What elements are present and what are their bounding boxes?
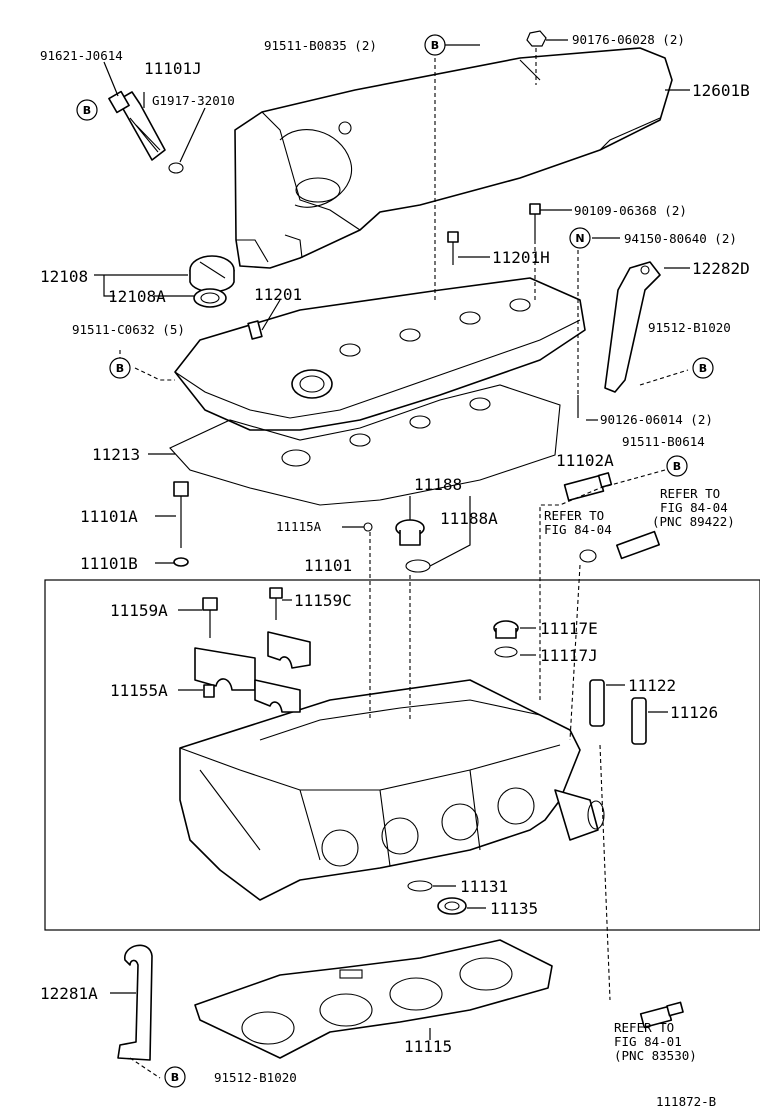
label-11101b: 11101B	[80, 554, 138, 573]
label-11101: 11101	[304, 556, 352, 575]
label-12108: 12108	[40, 267, 88, 286]
ref3-line1: REFER TO	[614, 1020, 674, 1035]
head-gasket-drawing	[194, 939, 553, 1059]
callout-b-sensor: B	[666, 455, 688, 477]
label-91511-b0835: 91511-B0835 (2)	[264, 38, 377, 53]
label-94150-80640: 94150-80640 (2)	[624, 231, 737, 246]
cover-gasket-drawing	[169, 384, 561, 506]
ref2-line3: (PNC 89422)	[652, 514, 735, 529]
ref1-line2: FIG 84-04	[544, 522, 612, 537]
cylinder-head-drawing	[179, 679, 605, 901]
label-90109-06368: 90109-06368 (2)	[574, 203, 687, 218]
label-11135: 11135	[490, 899, 538, 918]
callout-b-cover-bolt: B	[424, 34, 446, 56]
label-11117e: 11117E	[540, 619, 598, 638]
reference-notes: REFER TO FIG 84-04 REFER TO FIG 84-04 (P…	[544, 486, 735, 1063]
oil-filler-cap-drawing	[189, 255, 235, 308]
label-11115a: 11115A	[276, 519, 322, 534]
label-11188a: 11188A	[440, 509, 498, 528]
label-12108a: 12108A	[108, 287, 166, 306]
label-11213: 11213	[92, 445, 140, 464]
svg-text:B: B	[673, 460, 681, 473]
label-90126-06014: 90126-06014 (2)	[600, 412, 713, 427]
ref2-line1: REFER TO	[660, 486, 720, 501]
label-90176-06028: 90176-06028 (2)	[572, 32, 685, 47]
camshaft-bearing-caps-drawing	[194, 587, 311, 713]
bolt-11201h-drawing	[447, 231, 459, 265]
temperature-sensor-drawing	[579, 530, 660, 563]
label-g1917-32010: G1917-32010	[152, 93, 235, 108]
label-91511-c0632: 91511-C0632 (5)	[72, 322, 185, 337]
svg-text:N: N	[575, 232, 584, 245]
label-11115: 11115	[404, 1037, 452, 1056]
callout-n: N	[569, 227, 591, 249]
valve-guides-drawing	[589, 679, 647, 745]
label-91512-b1020-bottom: 91512-B1020	[214, 1070, 297, 1085]
svg-text:B: B	[116, 362, 124, 375]
svg-text:B: B	[431, 39, 439, 52]
svg-text:B: B	[83, 104, 91, 117]
label-12281a: 12281A	[40, 984, 98, 1003]
ref3-line3: (PNC 83530)	[614, 1048, 697, 1063]
label-12601b: 12601B	[692, 81, 750, 100]
stud-90109-drawing	[529, 203, 541, 240]
callout-b-left: B	[109, 357, 131, 379]
label-11101a: 11101A	[80, 507, 138, 526]
label-91512-b1020-right: 91512-B1020	[648, 320, 731, 335]
sensor-11102a-drawing	[563, 472, 613, 502]
label-11155a: 11155A	[110, 681, 168, 700]
label-12282d: 12282D	[692, 259, 750, 278]
bracket-12282d-drawing	[604, 261, 661, 393]
svg-text:B: B	[171, 1071, 179, 1084]
label-11122: 11122	[628, 676, 676, 695]
plug-11188-drawing	[363, 519, 431, 573]
label-11117j: 11117J	[540, 646, 598, 665]
label-11131: 11131	[460, 877, 508, 896]
diagram-id: 111872-B	[656, 1094, 716, 1109]
ref1-line1: REFER TO	[544, 508, 604, 523]
label-11159c: 11159C	[294, 591, 352, 610]
oil-control-valve-drawing	[108, 90, 184, 174]
callout-b-top-left: B	[76, 99, 98, 121]
label-11201h: 11201H	[492, 248, 550, 267]
label-91621-j0614: 91621-J0614	[40, 48, 123, 63]
label-11126: 11126	[670, 703, 718, 722]
ref2-line2: FIG 84-04	[660, 500, 728, 515]
knock-sensor-drawing	[639, 1001, 684, 1029]
callout-b-right: B	[692, 357, 714, 379]
label-11159a: 11159A	[110, 601, 168, 620]
svg-text:B: B	[699, 362, 707, 375]
nut-symbol	[526, 30, 547, 47]
callout-b-bottom: B	[164, 1066, 186, 1088]
part-labels: 91621-J0614 11101J G1917-32010 91511-B08…	[40, 32, 750, 1109]
plug-11117e-drawing	[493, 620, 519, 658]
camshaft-housing-drawing	[174, 277, 586, 431]
ref3-line2: FIG 84-01	[614, 1034, 682, 1049]
bracket-12281a-drawing	[117, 944, 153, 1061]
label-11102a: 11102A	[556, 451, 614, 470]
cylinder-head-cover-drawing	[234, 47, 673, 269]
label-11188: 11188	[414, 475, 462, 494]
head-bolt-drawing	[173, 481, 189, 567]
seals-drawing	[407, 880, 467, 915]
label-11101j: 11101J	[144, 59, 202, 78]
label-11201: 11201	[254, 285, 302, 304]
callout-markers: B B N B B B B	[76, 30, 714, 1088]
leader-lines	[94, 39, 690, 1079]
cylinder-head-assembly-frame	[44, 579, 760, 931]
label-91511-b0614: 91511-B0614	[622, 434, 705, 449]
